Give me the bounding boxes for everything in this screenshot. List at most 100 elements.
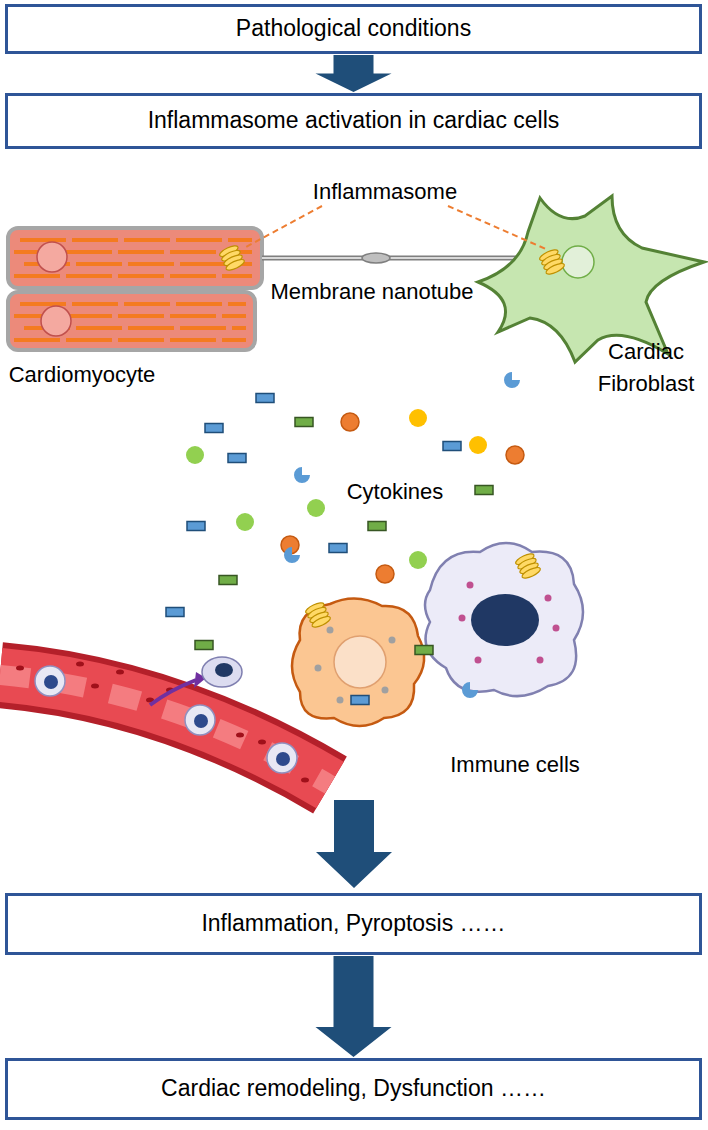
process-box: Inflammation, Pyroptosis …… — [5, 893, 702, 955]
cardiomyocyte-cell — [41, 306, 71, 336]
part-label: Cytokines — [347, 476, 444, 508]
cell-granules — [537, 657, 544, 664]
inflammasome-symbol — [538, 248, 565, 276]
process-box: Inflammasome activation in cardiac cells — [5, 93, 702, 149]
part-label: Cardiomyocyte — [9, 359, 156, 391]
cytokine-particles — [228, 454, 246, 463]
cytokine-particles — [469, 436, 487, 454]
cytokine-particles — [295, 418, 313, 427]
cytokine-particles — [368, 522, 386, 531]
inflammasome-symbol — [545, 261, 566, 276]
cytokine-particles — [256, 394, 274, 403]
blood-cells — [267, 743, 297, 773]
cardiomyocyte-cell — [8, 228, 262, 288]
box-text: Inflammasome activation in cardiac cells — [136, 101, 572, 141]
cell-granules — [382, 687, 389, 694]
part-label: Cardiac Fibroblast — [592, 336, 700, 400]
transmigrating-monocyte — [202, 657, 242, 687]
transmigrating-monocyte — [150, 657, 242, 705]
inflammasome-symbol — [514, 552, 541, 580]
flow-arrow — [316, 800, 392, 888]
blood-cells — [185, 705, 215, 735]
macrophage-cell — [334, 636, 386, 688]
cardiomyocyte-cell — [14, 274, 252, 278]
fibroblast-cell — [478, 196, 704, 362]
cytokine-particles — [166, 372, 524, 705]
cell-granules — [467, 582, 474, 589]
inflammasome-symbol — [218, 244, 565, 629]
blood-cells — [76, 662, 84, 667]
cytokine-particles — [351, 696, 369, 705]
leader-line — [244, 206, 548, 250]
process-box: Pathological conditions — [5, 4, 702, 54]
cytokine-particles — [205, 424, 223, 433]
membrane-nanotube — [262, 253, 520, 263]
blood-cells — [91, 684, 99, 689]
flow-arrow — [316, 956, 392, 1057]
blood-cells — [258, 740, 266, 745]
box-text: Inflammation, Pyroptosis …… — [189, 904, 517, 944]
cytokine-particles — [443, 442, 461, 451]
blood-cells — [35, 666, 65, 696]
cytokine-particles — [341, 413, 359, 431]
cardiomyocyte-cell — [14, 240, 252, 340]
macrophage-cell — [292, 598, 424, 726]
blood-cells — [16, 662, 309, 783]
cytokine-particles — [219, 576, 237, 585]
cytokine-particles — [195, 641, 213, 650]
cardiomyocyte-cell — [14, 338, 246, 342]
cell-granules — [553, 625, 560, 632]
membrane-nanotube — [362, 253, 390, 263]
cell-granules — [327, 627, 334, 634]
transmigrating-monocyte — [150, 680, 196, 705]
leader-line — [448, 206, 548, 250]
cardiomyocyte-cell — [8, 292, 255, 350]
box-text: Pathological conditions — [224, 9, 483, 49]
blood-cells — [236, 733, 244, 738]
blood-cells — [16, 666, 24, 671]
cell-granules — [337, 697, 344, 704]
cytokine-particles — [409, 409, 427, 427]
part-label: Immune cells — [450, 749, 580, 781]
immune-cell — [471, 594, 539, 646]
cell-granules — [475, 657, 482, 664]
immune-cell — [425, 543, 583, 696]
part-label: Membrane nanotube — [270, 276, 473, 308]
cardiomyocyte-cell — [37, 242, 67, 272]
cytokine-particles — [166, 608, 184, 617]
cytokine-particles — [284, 547, 300, 563]
cell-granules — [389, 637, 396, 644]
cytokine-particles — [294, 467, 310, 483]
cytokine-particles — [415, 646, 433, 655]
cytokine-particles — [329, 544, 347, 553]
process-box: Cardiac remodeling, Dysfunction …… — [5, 1058, 702, 1120]
membrane-nanotube — [262, 256, 520, 261]
cytokine-particles — [475, 486, 493, 495]
cardiomyocyte-cell — [8, 228, 262, 350]
cell-granules — [545, 595, 552, 602]
cytokine-particles — [506, 446, 524, 464]
flow-arrow — [316, 55, 392, 92]
cytokine-particles — [307, 499, 325, 517]
leader-line — [244, 206, 322, 248]
cell-granules — [315, 582, 560, 704]
fibroblast-cell — [562, 246, 594, 278]
cytokine-particles — [462, 682, 478, 698]
macrophage-cell — [292, 598, 424, 726]
box-text: Cardiac remodeling, Dysfunction …… — [149, 1069, 558, 1109]
inflammasome-symbol — [311, 614, 332, 629]
blood-cells — [276, 752, 290, 766]
blood-cells — [44, 675, 58, 689]
membrane-nanotube — [262, 257, 520, 259]
inflammasome-symbol — [521, 565, 542, 580]
part-label: Inflammasome — [313, 176, 457, 208]
cell-granules — [315, 665, 322, 672]
cytokine-particles — [376, 565, 394, 583]
cytokine-particles — [409, 551, 427, 569]
blood-cells — [301, 778, 309, 783]
cytokine-particles — [186, 446, 204, 464]
cytokine-particles — [236, 513, 254, 531]
inflammasome-symbol — [225, 257, 246, 272]
